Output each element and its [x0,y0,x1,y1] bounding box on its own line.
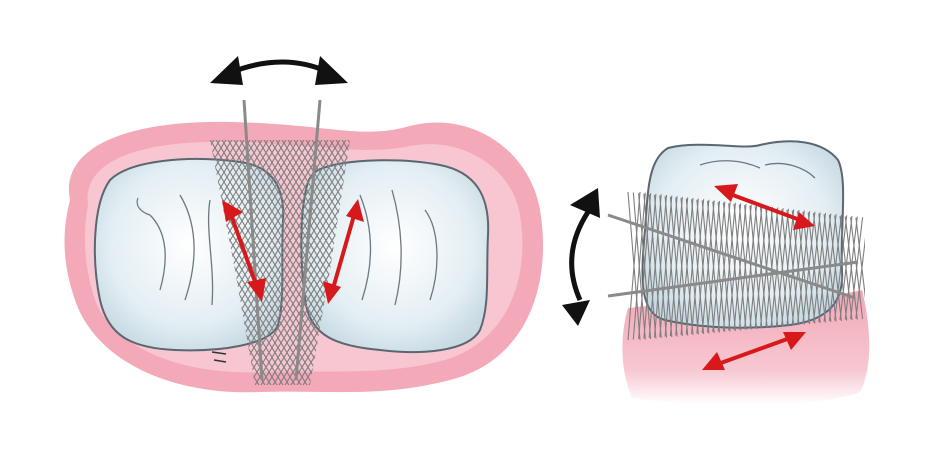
right-molar [300,159,490,354]
left-molar [93,158,285,352]
side-shaft-lower [607,260,859,298]
side-shaft-upper [607,213,856,300]
pivot-arrow-side [562,188,600,326]
pivot-arrow-top [210,56,348,85]
brush-shaft-right [294,99,322,381]
brush-shaft-left [242,99,264,381]
red-arrow-right-tooth [323,199,364,304]
occlusal-view-panel [64,56,544,393]
red-arrow-crown [714,184,815,230]
side-view-panel [562,140,870,405]
red-arrow-left-tooth [222,200,266,302]
red-arrow-gum [702,332,806,370]
